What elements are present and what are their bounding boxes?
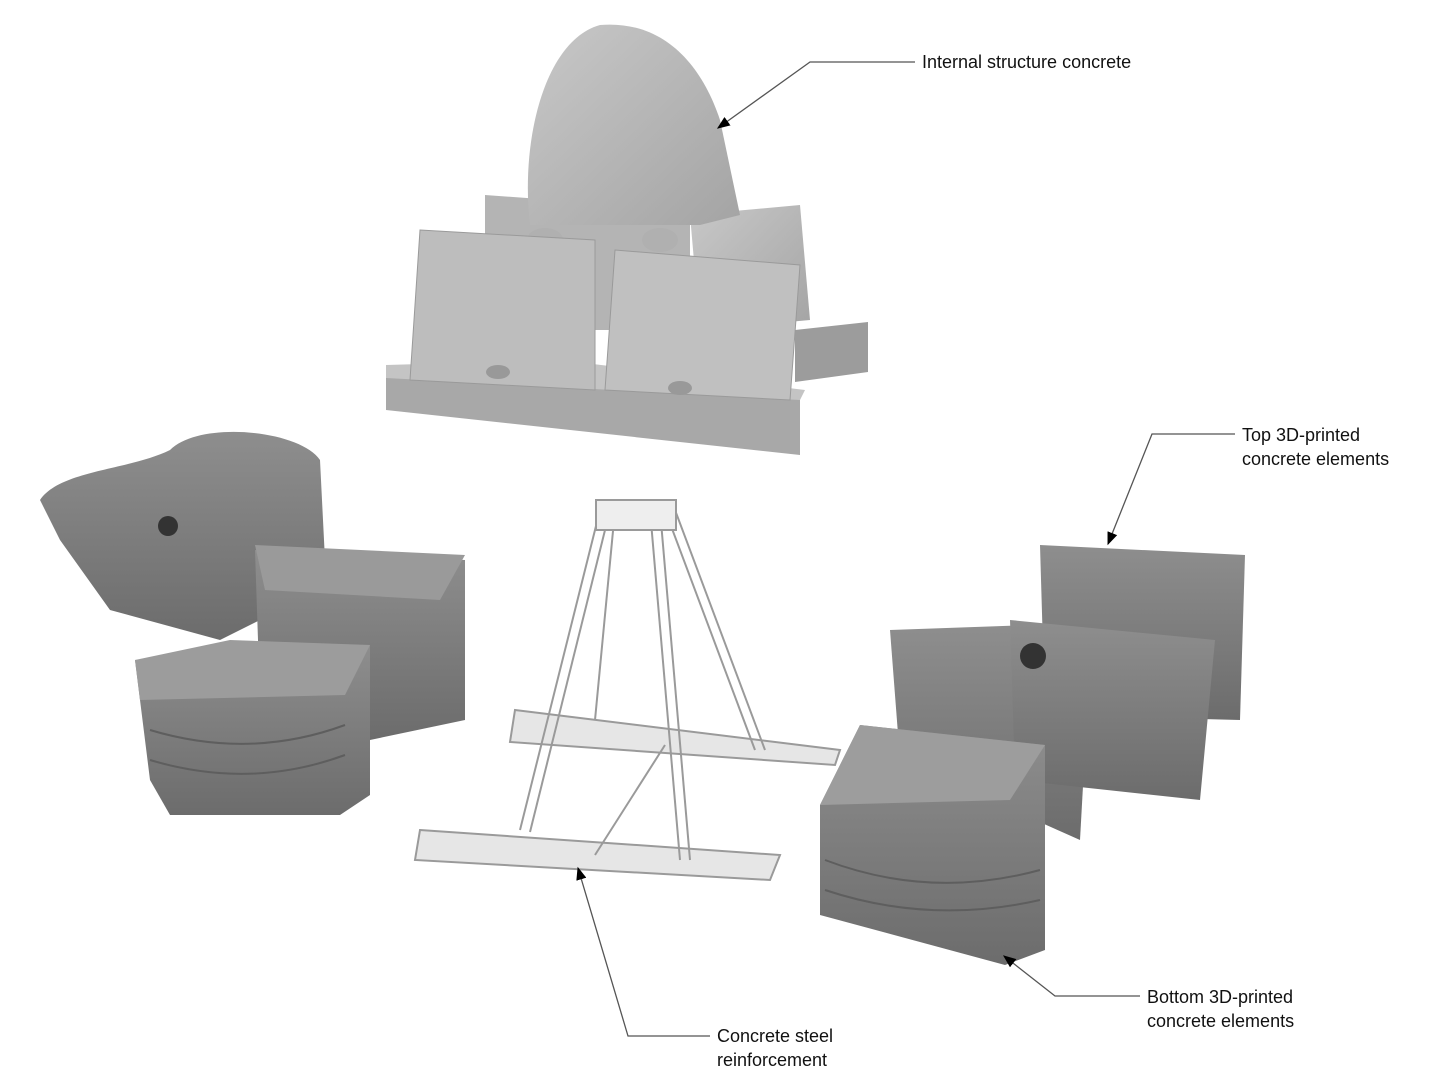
leader-bottom — [1002, 955, 1140, 997]
label-bottom-elements: Bottom 3D-printed concrete elements — [1147, 985, 1294, 1033]
leader-top — [1107, 433, 1235, 546]
label-top-line1: Top 3D-printed — [1242, 425, 1361, 445]
label-top-line2: concrete elements — [1242, 449, 1390, 469]
leader-internal — [716, 61, 915, 129]
internal-structure-concrete — [386, 24, 868, 455]
label-internal-structure: Internal structure concrete — [922, 52, 1132, 72]
label-bottom-line1: Bottom 3D-printed — [1147, 987, 1294, 1007]
concrete-steel-reinforcement — [413, 499, 842, 882]
leader-steel — [576, 866, 710, 1037]
label-bottom-line2: concrete elements — [1147, 1011, 1295, 1031]
label-top-elements: Top 3D-printed concrete elements — [1242, 423, 1389, 471]
right-3d-printed-elements — [820, 545, 1245, 965]
label-steel-reinforcement: Concrete steel reinforcement — [717, 1024, 833, 1072]
left-3d-printed-elements — [40, 431, 465, 815]
label-steel-line1: Concrete steel — [717, 1026, 834, 1046]
leader-lines — [576, 61, 1235, 1037]
label-steel-line2: reinforcement — [717, 1050, 828, 1070]
